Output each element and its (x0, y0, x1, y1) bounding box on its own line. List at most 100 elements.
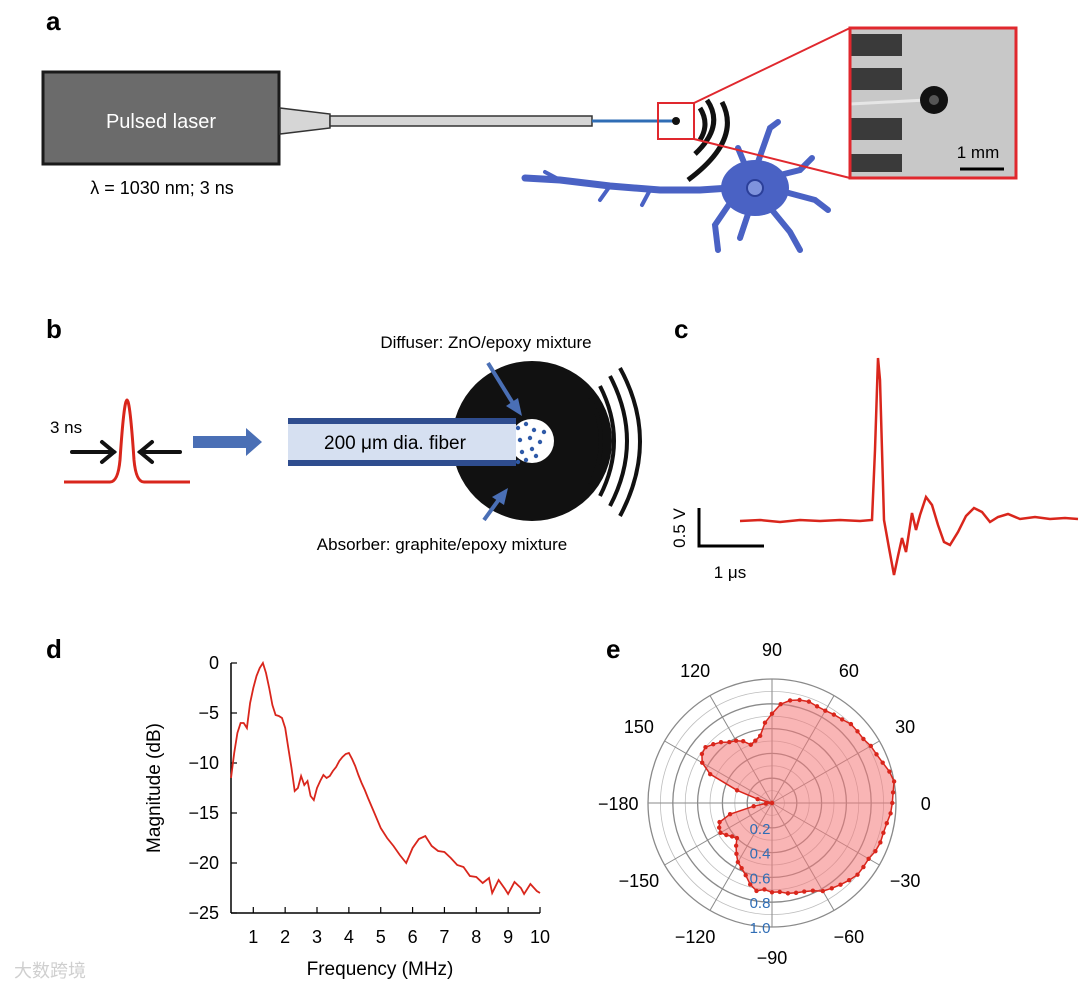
e-data-point (848, 721, 854, 727)
zoom-box (657, 102, 695, 140)
e-angle-label: 150 (624, 717, 654, 737)
e-data-point (846, 877, 852, 883)
d-x-tick-label: 3 (312, 927, 322, 947)
e-data-point (839, 717, 845, 722)
d-ylabel: Magnitude (dB) (144, 723, 165, 853)
e-data-point (878, 840, 883, 845)
e-angle-label: −90 (757, 948, 788, 968)
fiber-tip (672, 117, 680, 125)
e-angle-label: −60 (834, 927, 865, 947)
e-data-point (703, 745, 708, 750)
e-data-point (734, 835, 740, 841)
e-data-point (717, 819, 722, 825)
d-x-tick-label: 10 (530, 927, 550, 947)
e-angle-label: 60 (839, 661, 859, 681)
e-data-point (753, 738, 758, 743)
e-data-point (810, 888, 816, 893)
d-y-tick-label: −5 (198, 703, 219, 723)
e-data-point (868, 743, 873, 749)
e-data-point (831, 712, 837, 717)
e-data-point (733, 843, 739, 848)
e-angle-label: 90 (762, 640, 782, 660)
e-data-point (734, 851, 739, 856)
e-data-point (884, 821, 889, 826)
e-data-point (890, 800, 895, 806)
fiber-coupler (279, 107, 331, 135)
pulse-width-arrows (70, 440, 182, 464)
zoom-line-top (693, 27, 851, 104)
e-data-point (743, 873, 748, 878)
e-data-point (861, 736, 866, 742)
input-arrow (193, 428, 262, 456)
laser-params: λ = 1030 nm; 3 ns (90, 178, 234, 198)
e-data-point (707, 771, 713, 777)
e-data-point (891, 779, 897, 784)
e-data-point (887, 769, 892, 774)
d-xlabel: Frequency (MHz) (307, 959, 454, 980)
diffuser-label: Diffuser: ZnO/epoxy mixture (380, 333, 591, 352)
panel-label-e: e (606, 634, 620, 664)
d-y-tick-label: −20 (188, 853, 219, 873)
laser-label: Pulsed laser (106, 111, 216, 133)
e-data-point (729, 834, 735, 839)
e-radial-label: 0.6 (750, 870, 771, 887)
neuron-illustration (521, 119, 831, 253)
panel-label-c: c (674, 314, 688, 344)
acoustic-trace (739, 357, 1079, 576)
e-data-point (778, 701, 783, 707)
e-radial-label: 0.8 (750, 895, 771, 912)
d-x-tick-label: 7 (439, 927, 449, 947)
acoustic-waves-b (588, 367, 642, 517)
e-data-point (861, 864, 866, 870)
e-data-point (733, 738, 739, 743)
e-data-point (874, 752, 879, 757)
e-data-point (751, 804, 756, 809)
e-data-point (739, 865, 744, 871)
e-data-point (823, 708, 828, 713)
absorber-label: Absorber: graphite/epoxy mixture (317, 535, 567, 554)
fiber-body: 200 μm dia. fiber (288, 418, 516, 466)
e-data-point (699, 760, 705, 765)
scale-voltage-label: 0.5 V (670, 507, 689, 547)
e-data-point (735, 859, 741, 865)
absorber-arrow (482, 488, 508, 522)
pulsed-laser-box: Pulsed laser (41, 70, 281, 166)
e-data-point (757, 733, 763, 739)
diffuser-arrow (486, 361, 522, 416)
scale-time-label: 1 μs (714, 563, 746, 582)
e-data-point (793, 890, 799, 896)
d-y-tick-label: 0 (209, 653, 219, 673)
e-data-point (806, 699, 812, 704)
d-series-line (230, 660, 541, 896)
e-data-point (785, 891, 791, 896)
d-x-tick-label: 8 (471, 927, 481, 947)
panel-label-b: b (46, 314, 62, 344)
e-angle-label: 120 (680, 661, 710, 681)
e-data-point (802, 889, 807, 894)
d-x-tick-label: 4 (344, 927, 354, 947)
e-angle-label: 30 (895, 717, 915, 737)
d-x-tick-label: 1 (248, 927, 258, 947)
d-y-tick-label: −25 (188, 903, 219, 923)
e-data-point (763, 801, 769, 806)
e-angle-label: −150 (619, 871, 660, 891)
e-data-point (866, 856, 871, 861)
e-data-point (699, 751, 705, 757)
scale-bar-label: 1 mm (957, 143, 1000, 162)
d-x-tick-label: 6 (408, 927, 418, 947)
d-x-tick-label: 9 (503, 927, 513, 947)
e-data-point (718, 740, 724, 745)
e-data-point (769, 711, 775, 716)
e-data-point (769, 800, 775, 806)
e-data-point (727, 812, 733, 817)
e-data-point (855, 729, 860, 734)
e-angle-label: −120 (675, 927, 716, 947)
e-data-point (718, 830, 723, 835)
e-angle-label: −30 (890, 871, 921, 891)
fiber-jacket (329, 115, 593, 127)
e-data-point (755, 796, 760, 802)
fiber-label: 200 μm dia. fiber (324, 433, 467, 454)
e-data-point (881, 830, 886, 836)
laser-pulse-shape (64, 398, 190, 484)
